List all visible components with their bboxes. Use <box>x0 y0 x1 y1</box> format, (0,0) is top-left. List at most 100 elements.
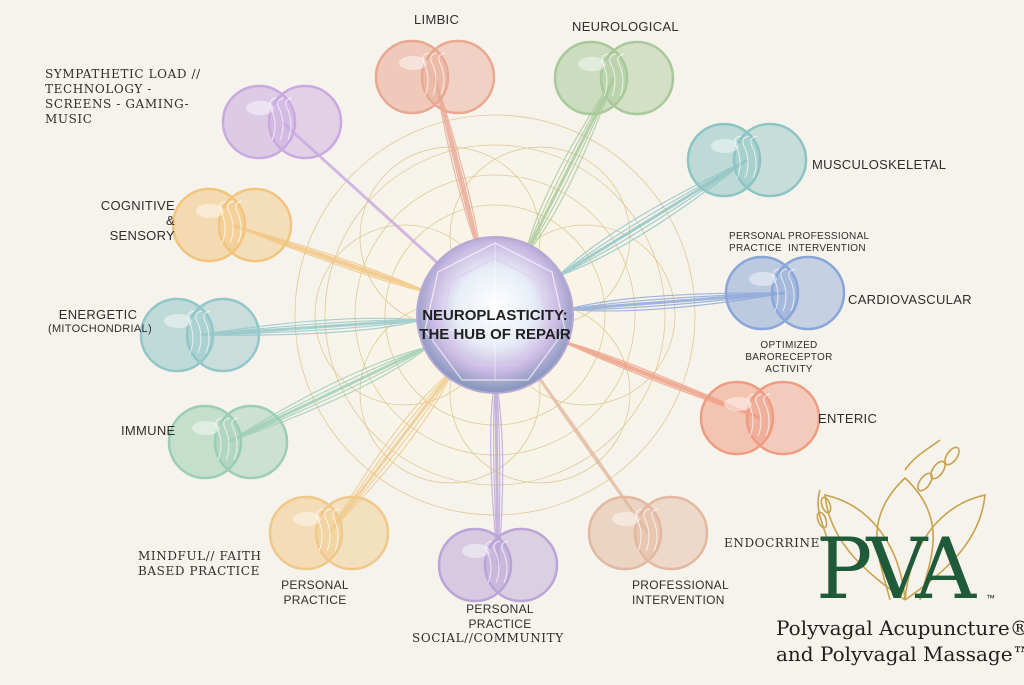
neuroplasticity-hub: NEUROPLASTICITY: THE HUB OF REPAIR <box>416 236 574 394</box>
node-texture <box>187 310 195 354</box>
node-texture <box>223 417 231 461</box>
label-musculoskeletal: MUSCULOSKELETAL <box>812 157 947 172</box>
brand-line2: and Polyvagal Massage™ <box>776 642 1024 666</box>
label-personal-line1: PERSONAL <box>281 578 349 592</box>
label-limbic: LIMBIC <box>414 12 460 27</box>
label-cardio-personal-line1: PERSONAL <box>729 231 786 242</box>
label-sympathetic-line3: SCREENS - GAMING- <box>45 97 190 111</box>
node-circle <box>420 39 496 115</box>
label-mindful-line1: MINDFUL// FAITH <box>138 549 262 563</box>
pva-trademark: ™ <box>986 593 995 603</box>
node-circle <box>171 187 247 263</box>
node-highlight <box>196 204 224 218</box>
label-enteric: ENTERIC <box>818 411 878 426</box>
pva-monogram: PVA <box>816 520 977 618</box>
stem-immune <box>227 346 429 443</box>
hub-title-line2: THE HUB OF REPAIR <box>419 326 571 343</box>
brand-line1: Polyvagal Acupuncture® <box>776 616 1024 640</box>
node-highlight <box>578 57 606 71</box>
label-sympathetic-line1: SYMPATHETIC LOAD // <box>45 67 201 81</box>
node-circle <box>268 495 344 571</box>
node-texture <box>269 97 277 141</box>
node-texture <box>734 135 742 179</box>
node-circle <box>314 495 390 571</box>
label-energetic-line1: ENERGETIC <box>58 307 138 322</box>
node-texture <box>501 540 509 584</box>
node-texture <box>231 417 239 461</box>
label-endocrine: ENDOCRRINE <box>724 536 820 550</box>
node-texture <box>609 53 617 97</box>
node-texture <box>438 52 446 96</box>
label-mindful-line2: BASED PRACTICE <box>138 564 260 578</box>
system-nodes <box>139 39 846 603</box>
node-texture <box>747 393 755 437</box>
label-energetic-line2: (MITOCHONDRIAL) <box>48 323 152 335</box>
node-cognitive <box>171 187 293 263</box>
stem-mindful <box>327 368 455 534</box>
label-sympathetic-line4: MUSIC <box>45 112 93 126</box>
node-circle <box>553 40 629 116</box>
label-bottom-personal-line2: PRACTICE <box>468 617 532 631</box>
label-professional-intervention: PROFESSIONAL INTERVENTION <box>632 578 729 608</box>
label-cognitive-sensory: COGNITIVE & SENSORY <box>95 198 175 243</box>
node-texture <box>316 508 324 552</box>
node-circle <box>633 495 709 571</box>
node-circle <box>217 187 293 263</box>
label-cardiovascular: CARDIOVASCULAR <box>848 292 972 307</box>
stem-energetic <box>199 318 422 337</box>
lotus-icon <box>816 439 986 601</box>
node-texture <box>601 53 609 97</box>
label-optimized-line1: OPTIMIZED <box>760 340 818 351</box>
stem-immune <box>227 345 429 444</box>
label-cognitive-line1: COGNITIVE & <box>100 198 175 228</box>
node-highlight <box>749 272 777 286</box>
node-texture <box>651 508 659 552</box>
node-texture <box>493 540 501 584</box>
label-social-community: SOCIAL//COMMUNITY <box>412 631 564 645</box>
stem-sympathetic <box>281 121 443 268</box>
node-texture <box>643 508 651 552</box>
node-circle <box>374 39 450 115</box>
node-texture <box>324 508 332 552</box>
node-circle <box>167 404 243 480</box>
label-cardio-professional-line1: PROFESSIONAL <box>788 231 870 242</box>
node-texture <box>227 200 235 244</box>
node-highlight <box>164 314 192 328</box>
node-circle <box>770 255 846 331</box>
node-circle <box>483 527 559 603</box>
label-cardio-professional-line2: INTERVENTION <box>788 243 866 254</box>
stem-mindful <box>328 369 454 534</box>
node-circle <box>185 297 261 373</box>
node-texture <box>235 200 243 244</box>
node-circle <box>139 297 215 373</box>
node-social <box>437 527 559 603</box>
label-professional-line2: INTERVENTION <box>632 593 725 607</box>
node-highlight <box>711 139 739 153</box>
node-circle <box>437 527 513 603</box>
label-mindful-faith: MINDFUL// FAITH BASED PRACTICE <box>138 549 262 579</box>
node-texture <box>422 52 430 96</box>
node-circle <box>724 255 800 331</box>
node-circle <box>732 122 808 198</box>
web-ring <box>354 174 636 456</box>
node-sympathetic <box>221 84 343 160</box>
node-circle <box>686 122 762 198</box>
label-sympathetic-line2: TECHNOLOGY - <box>45 82 152 96</box>
node-texture <box>788 268 796 312</box>
stem-cognitive <box>231 224 430 294</box>
node-texture <box>430 52 438 96</box>
node-texture <box>215 417 223 461</box>
node-highlight <box>192 421 220 435</box>
node-highlight <box>724 397 752 411</box>
node-highlight <box>399 56 427 70</box>
node-highlight <box>612 512 640 526</box>
node-endocrine <box>587 495 709 571</box>
label-professional-line1: PROFESSIONAL <box>632 578 729 592</box>
label-bottom-personal-line1: PERSONAL <box>466 602 534 616</box>
label-optimized-baroreceptor: OPTIMIZED BARORECEPTOR ACTIVITY <box>733 340 845 376</box>
label-sympathetic-load: SYMPATHETIC LOAD // TECHNOLOGY - SCREENS… <box>45 67 201 127</box>
label-neurological: NEUROLOGICAL <box>572 19 679 34</box>
node-texture <box>755 393 763 437</box>
stem-energetic <box>199 317 422 336</box>
